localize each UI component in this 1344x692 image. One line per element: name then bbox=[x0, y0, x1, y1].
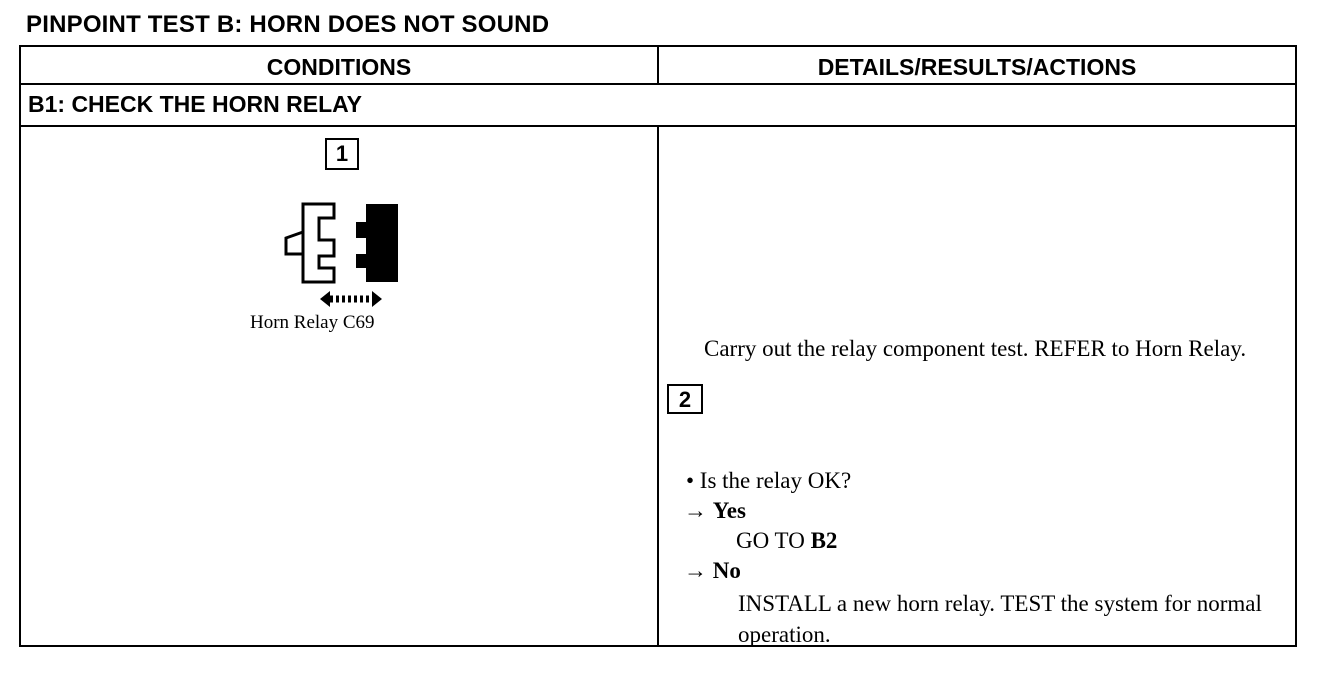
header-divider bbox=[21, 83, 1295, 85]
connector-left-half bbox=[301, 202, 336, 284]
no-arrow: → bbox=[684, 558, 707, 583]
header-column-divider bbox=[657, 47, 659, 83]
step-number-1: 1 bbox=[325, 138, 359, 170]
pinpoint-test-table: CONDITIONS DETAILS/RESULTS/ACTIONS B1: C… bbox=[19, 45, 1297, 647]
yes-option: → Yes bbox=[684, 498, 746, 524]
conditions-header: CONDITIONS bbox=[266, 54, 412, 80]
no-option: → No bbox=[684, 558, 741, 584]
horn-relay-connector-icon bbox=[284, 202, 398, 307]
question: • Is the relay OK? bbox=[686, 468, 852, 493]
body-column-divider bbox=[657, 125, 659, 645]
connector-right-half bbox=[356, 204, 398, 282]
step-number-2: 2 bbox=[667, 384, 703, 414]
yes-arrow: → bbox=[684, 498, 707, 523]
no-action: INSTALL a new horn relay. TEST the syste… bbox=[738, 591, 1262, 647]
relay-caption: Horn Relay C69 bbox=[250, 312, 375, 333]
yes-label: Yes bbox=[712, 498, 746, 523]
yes-action: GO TO B2 bbox=[736, 528, 837, 554]
connector-wire bbox=[284, 230, 304, 256]
details-header: DETAILS/RESULTS/ACTIONS bbox=[817, 54, 1137, 80]
yes-action-text: GO TO bbox=[736, 528, 811, 553]
step-text: Carry out the relay component test. REFE… bbox=[704, 336, 1247, 361]
step-instruction: Carry out the relay component test. REFE… bbox=[686, 332, 1266, 365]
page-title: PINPOINT TEST B: HORN DOES NOT SOUND bbox=[26, 11, 550, 38]
no-label: No bbox=[712, 558, 741, 583]
section-title: B1: CHECK THE HORN RELAY bbox=[28, 91, 362, 117]
yes-action-target: B2 bbox=[810, 528, 838, 553]
